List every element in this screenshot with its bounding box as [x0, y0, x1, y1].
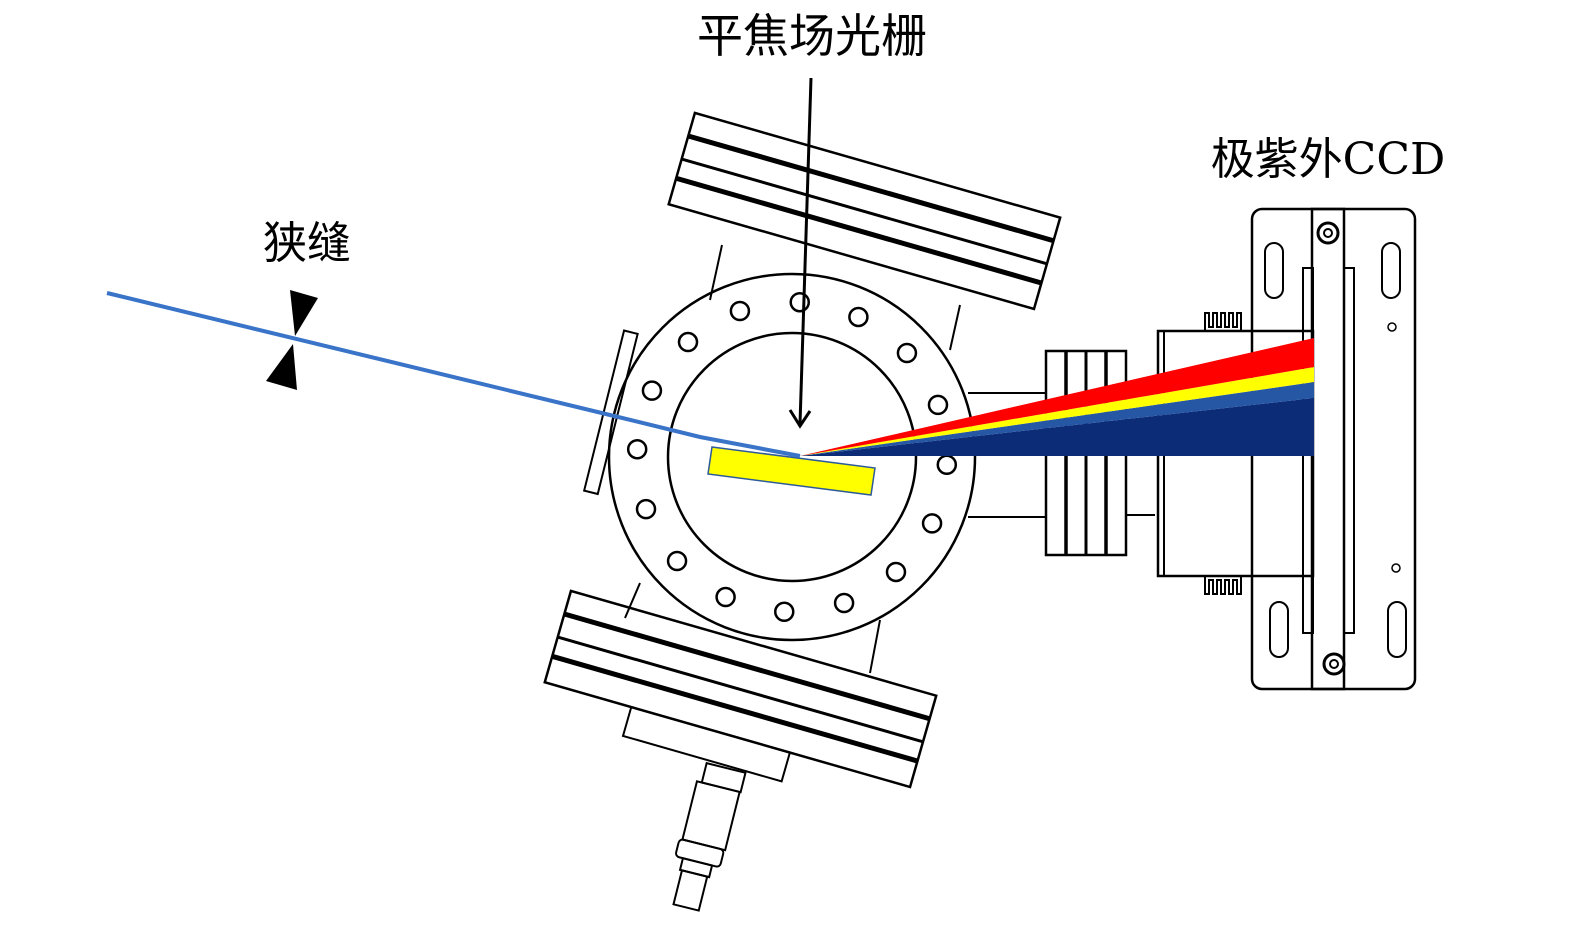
arrowhead-icon [788, 409, 812, 429]
bolt-hole [833, 592, 855, 614]
bottom-flange [543, 589, 938, 789]
label-slit: 狭缝 [263, 218, 351, 269]
grating-pointer-arrow [798, 77, 813, 425]
band-red [800, 338, 1314, 456]
flat-field-grating [707, 446, 876, 496]
bottom-connector [672, 761, 747, 912]
bolt-hole [677, 331, 699, 353]
bolt-hole [774, 601, 795, 623]
left-side-window [582, 329, 639, 496]
top-neck-left [709, 244, 723, 301]
chamber-inner-ring [666, 331, 918, 583]
bolt-hole [789, 291, 810, 313]
bolt-holes [626, 291, 958, 623]
bolt-hole [921, 513, 943, 534]
bolt-hole [715, 586, 736, 608]
chamber-outer-ring [607, 272, 977, 642]
bolt-hole [936, 454, 958, 475]
label-grating: 平焦场光栅 [697, 9, 927, 63]
top-neck-right [949, 304, 961, 351]
bolt-hole [641, 380, 663, 401]
bolt-hole [626, 439, 648, 460]
bolt-hole [927, 394, 949, 416]
incident-beam [106, 291, 801, 458]
bottom-neck-left [624, 582, 641, 619]
slit-upper-jaw [290, 290, 318, 336]
bolt-hole [885, 561, 907, 583]
bottom-neck-right [869, 619, 881, 674]
bolt-hole [896, 342, 918, 364]
slit-lower-jaw [266, 344, 297, 390]
top-flange [667, 111, 1062, 311]
bolt-hole [635, 498, 657, 520]
bolt-hole [729, 300, 751, 322]
spectrum-fan [800, 338, 1314, 456]
label-ccd: 极紫外CCD [1211, 134, 1446, 185]
bolt-hole [848, 306, 869, 328]
bolt-hole [666, 550, 688, 572]
